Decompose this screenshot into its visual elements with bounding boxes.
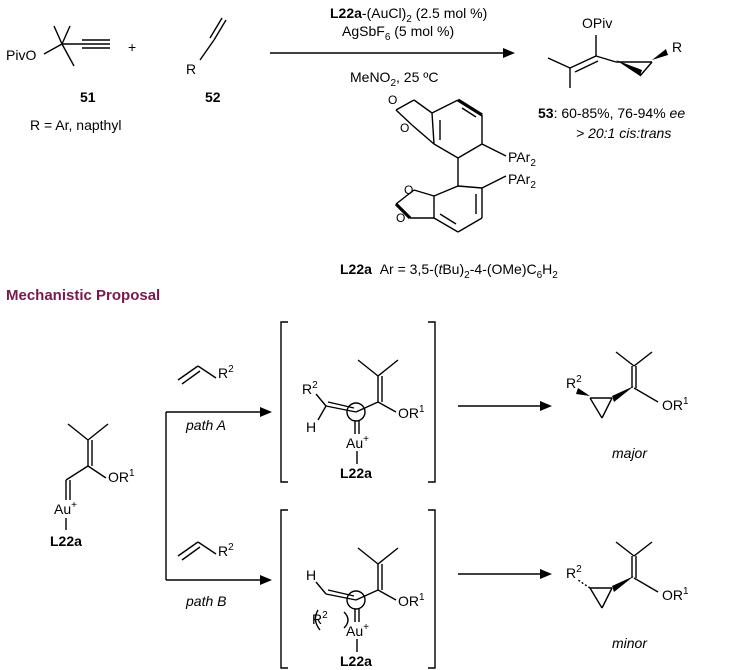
reaction-arrow — [270, 48, 515, 58]
minor-r: R2 — [566, 564, 582, 581]
start-ligand: L22a — [50, 533, 82, 549]
major-r: R2 — [566, 374, 582, 391]
product-label-53: 53 — [538, 105, 554, 121]
path-b-alkene — [177, 541, 217, 561]
oxygen-top-2: O — [400, 121, 410, 135]
int-a-r: R2 — [302, 380, 318, 397]
intermediate-a — [315, 359, 399, 464]
arrow-to-minor — [458, 569, 552, 579]
product-yield-line: 53: 60-85%, 76-94% ee — [538, 106, 685, 120]
catalyst-line: L22a-(AuCl)2 (2.5 mol %) — [330, 5, 488, 25]
product-opiv: OPiv — [582, 15, 613, 31]
minor-or: OR1 — [662, 586, 689, 603]
minor-label: minor — [612, 635, 648, 651]
product-dr: > 20:1 cis:trans — [576, 125, 672, 141]
bracket-path-a — [280, 321, 436, 483]
conditions-solvent: MeNO — [350, 69, 391, 85]
int-b-ligand: L22a — [340, 653, 372, 669]
plus-sign: + — [128, 39, 137, 55]
product-r: R — [672, 39, 683, 55]
oxygen-top-1: O — [388, 93, 398, 107]
intermediate-b — [314, 547, 399, 652]
branch-arrows — [165, 407, 272, 585]
conditions-sub: 2 — [390, 78, 397, 89]
int-a-au: Au+ — [346, 434, 369, 451]
conditions-temp: , 25 ºC — [396, 69, 439, 85]
arrow-to-major — [458, 401, 552, 411]
ligand-definition: L22a Ar = 3,5-(tBu)2-4-(OMe)C6H2 — [340, 261, 558, 281]
path-a-alkene — [177, 365, 217, 385]
alkene-r-label: R — [186, 61, 197, 77]
path-a-alkene-r: R2 — [218, 364, 234, 381]
oxygen-bottom-1: O — [404, 183, 414, 197]
int-a-or: OR1 — [398, 404, 425, 421]
minor-cyclopropane — [577, 541, 659, 609]
pivo-group-label: PivO — [6, 47, 37, 63]
compound-52-label: 52 — [205, 89, 221, 105]
int-a-h: H — [306, 419, 317, 435]
silver-salt: AgSbF — [342, 23, 385, 39]
silver-loading: (5 mol %) — [390, 23, 455, 39]
path-b-alkene-r: R2 — [218, 542, 234, 559]
gold-carbene-start — [65, 423, 109, 530]
silver-sub: 6 — [384, 32, 391, 43]
major-cyclopropane — [576, 351, 659, 419]
catalyst-loading: (2.5 mol %) — [411, 5, 488, 21]
major-or: OR1 — [662, 396, 689, 413]
path-b-label: path B — [186, 593, 227, 609]
ligand-l22a-structure — [394, 98, 507, 233]
par2-bottom: PAr2 — [508, 171, 536, 191]
product-53 — [547, 35, 668, 88]
catalyst-sub: 2 — [406, 14, 412, 25]
alkene-52 — [199, 17, 227, 61]
int-b-r: R2 — [312, 610, 328, 627]
catalyst-rest: -(AuCl) — [361, 5, 407, 21]
propargyl-ester-51 — [43, 25, 110, 67]
start-au: Au+ — [54, 500, 77, 517]
start-or: OR1 — [108, 468, 135, 485]
bracket-path-b — [280, 509, 436, 669]
compound-51-label: 51 — [80, 89, 96, 105]
r-definition: R = Ar, napthyl — [30, 117, 122, 133]
ligand-label: L22a — [340, 261, 372, 277]
major-label: major — [612, 445, 648, 461]
int-b-au: Au+ — [346, 622, 369, 639]
product-yield: : 60-85%, 76-94% — [553, 105, 670, 121]
silver-line: AgSbF6 (5 mol %) — [342, 23, 455, 43]
int-b-h: H — [306, 567, 317, 583]
mechanism-title: Mechanistic Proposal — [6, 287, 161, 304]
int-a-ligand: L22a — [340, 465, 372, 481]
catalyst-ligand: L22a — [330, 5, 362, 21]
conditions-line: MeNO2, 25 ºC — [350, 69, 439, 89]
oxygen-bottom-2: O — [396, 211, 406, 225]
int-b-or: OR1 — [398, 592, 425, 609]
product-ee: ee — [669, 105, 686, 121]
par2-top: PAr2 — [508, 149, 536, 169]
path-a-label: path A — [186, 417, 226, 433]
